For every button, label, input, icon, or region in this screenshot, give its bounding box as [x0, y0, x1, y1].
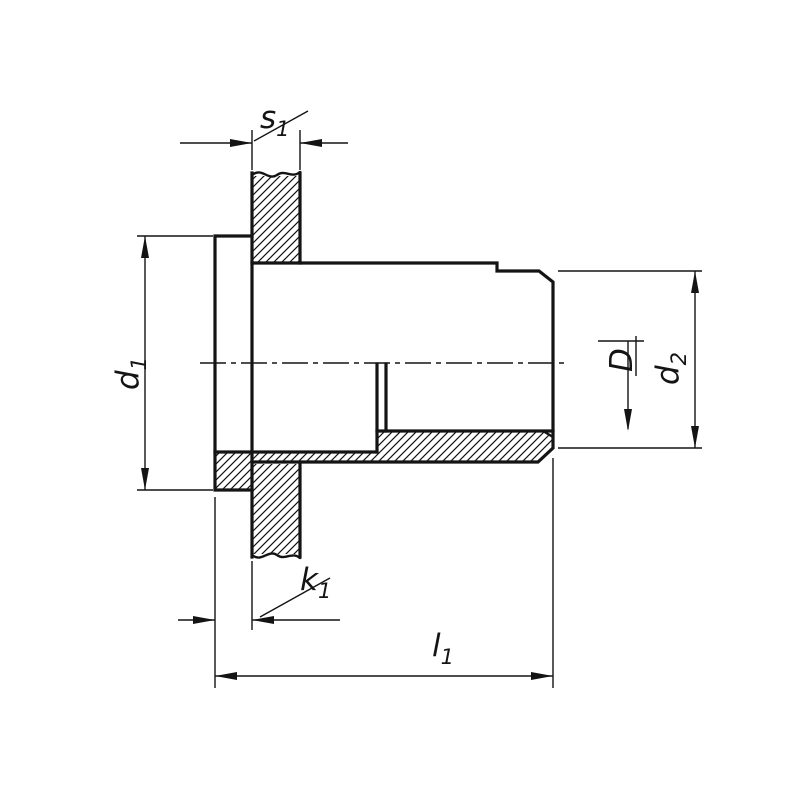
- dim-label-D: D: [604, 348, 640, 372]
- dimension-k1: k1: [178, 497, 340, 688]
- arrowhead: [300, 139, 322, 147]
- dimension-d1: d1: [110, 235, 213, 491]
- dim-label-s1: s1: [260, 100, 290, 141]
- body-outline: [250, 261, 555, 464]
- rivet-nut-outline: [213, 170, 555, 560]
- arrowhead: [230, 139, 252, 147]
- arrowhead: [215, 672, 237, 680]
- dim-label-l1: l1: [432, 628, 454, 669]
- leader-line: [253, 110, 309, 142]
- hatching: [216, 176, 553, 554]
- dimension-l1: l1: [215, 458, 554, 688]
- sheet-upper-section: [253, 176, 299, 262]
- flange-section: [216, 453, 252, 489]
- bore-entry-chamfer: [541, 429, 555, 439]
- arrowhead: [531, 672, 553, 680]
- dimension-D: D: [598, 336, 644, 431]
- arrowhead: [252, 616, 274, 624]
- shank-wall-section: [253, 453, 377, 462]
- dimension-d2: d2: [558, 270, 702, 449]
- leader-line: [259, 577, 331, 618]
- arrowhead: [624, 409, 632, 431]
- dim-label-k1: k1: [300, 562, 331, 603]
- arrowhead: [141, 236, 149, 258]
- break-line-bottom: [250, 552, 302, 560]
- dim-label-d2: d2: [650, 352, 691, 385]
- arrowhead: [193, 616, 215, 624]
- arrowhead: [691, 426, 699, 448]
- flange-outline: [213, 234, 254, 492]
- threaded-wall-section: [377, 432, 553, 461]
- arrowhead: [691, 271, 699, 293]
- break-line-top: [250, 170, 302, 178]
- dimension-s1: s1: [180, 100, 348, 170]
- sheet-lower-section: [253, 464, 299, 554]
- arrowhead: [141, 468, 149, 490]
- dim-label-d1: d1: [110, 357, 151, 390]
